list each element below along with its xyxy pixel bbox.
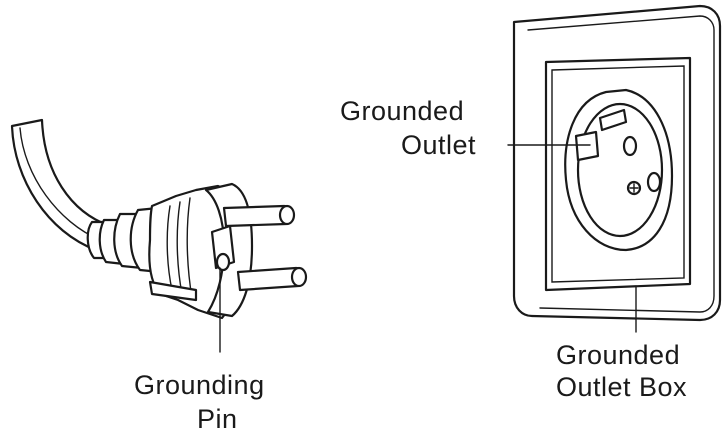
label-grounded-outlet-line1: Grounded — [340, 96, 465, 126]
label-grounding-pin-line1: Grounding — [134, 370, 265, 400]
outlet-icon — [507, 4, 722, 333]
label-grounded-outlet-box-line2: Outlet Box — [556, 372, 688, 402]
plug-icon — [10, 118, 308, 353]
label-grounded-outlet-box-line1: Grounded — [556, 340, 681, 370]
label-grounding-pin-line2: Pin — [197, 404, 238, 434]
label-grounded-outlet-line2: Outlet — [401, 130, 477, 160]
